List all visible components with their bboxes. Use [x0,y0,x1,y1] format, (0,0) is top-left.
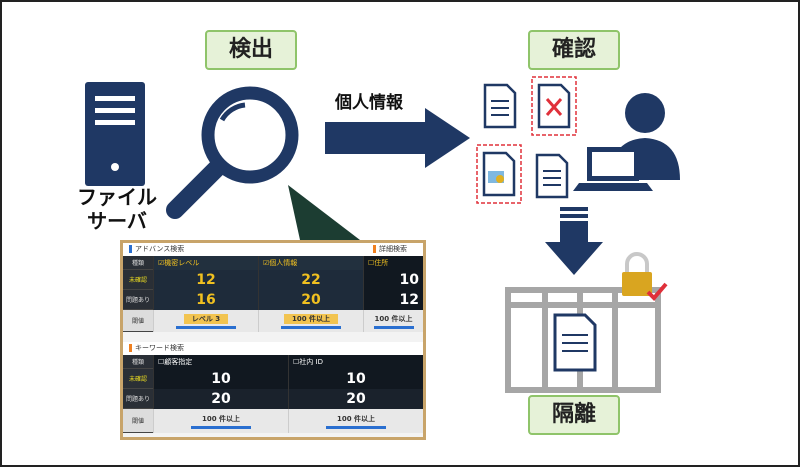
value-cell[interactable]: 12 [363,290,423,310]
document-icon [483,83,517,129]
row-label: 種類 [123,256,153,270]
row-label: 閾値 [123,409,153,433]
section-advanced: アドバンス検索 詳細検索 [123,243,423,256]
server-label-line2: サーバ [87,209,147,233]
console-screenshot: アドバンス検索 詳細検索 種類 ☑ 機密レベル ☑ 個人情報 ☐ 住所 未確認 … [120,240,426,440]
row-label: 問題あり [123,290,153,310]
lock-icon [622,252,652,296]
value-cell[interactable]: 10 [153,369,288,389]
row-label: 種類 [123,355,153,369]
documents-and-user [476,76,680,204]
threshold-cell[interactable]: 100 件以上 [363,310,423,332]
value-cell[interactable]: 16 [153,290,258,310]
col-header[interactable]: ☐ 住所 [363,256,423,270]
threshold-cell[interactable]: 100 件以上 [288,409,423,433]
col-name: 個人情報 [269,259,298,267]
value-cell[interactable]: 10 [363,270,423,290]
magnifier-icon [166,86,360,240]
arrow-down-icon [545,207,603,275]
arrow-label: 個人情報 [335,93,403,113]
threshold-cell[interactable]: 100 件以上 [258,310,363,332]
col-name: 住所 [374,259,389,267]
value-cell[interactable]: 10 [288,369,423,389]
col-header[interactable]: ☑ 機密レベル [153,256,258,270]
row-label: 未確認 [123,270,153,290]
value-cell[interactable]: 20 [153,389,288,409]
col-header[interactable]: ☐ 社内 ID [288,355,423,369]
threshold-value: 100 件以上 [374,314,413,323]
col-name: 社内 ID [299,358,323,366]
col-header[interactable]: ☐ 顧客指定 [153,355,288,369]
arrow-right-icon [325,108,470,168]
label-confirm: 確認 [528,30,620,70]
row-label: 閾値 [123,310,153,332]
threshold-value: レベル 3 [183,313,229,324]
col-header[interactable]: ☑ 個人情報 [258,256,363,270]
col-name: 顧客指定 [164,358,193,366]
quarantine-cage-icon [505,252,668,393]
threshold-value: 100 件以上 [283,313,339,324]
threshold-cell[interactable]: 100 件以上 [153,409,288,433]
server-label: ファイル サーバ [72,185,162,233]
label-detect: 検出 [205,30,297,70]
threshold-value: 100 件以上 [201,414,241,423]
label-isolate: 隔離 [528,395,620,435]
advanced-title: アドバンス検索 [135,245,185,253]
server-icon [85,82,145,186]
laptop-icon [573,147,653,191]
threshold-value: 100 件以上 [336,414,376,423]
value-cell[interactable]: 22 [258,270,363,290]
threshold-cell[interactable]: レベル 3 [153,310,258,332]
server-label-line1: ファイル [77,185,157,209]
value-cell[interactable]: 20 [258,290,363,310]
col-name: 機密レベル [164,259,200,267]
keyword-title: キーワード検索 [135,344,184,352]
row-label: 問題あり [123,389,153,409]
section-keyword: キーワード検索 [123,342,423,355]
row-label: 未確認 [123,369,153,389]
detail-title: 詳細検索 [379,245,407,253]
value-cell[interactable]: 12 [153,270,258,290]
value-cell[interactable]: 20 [288,389,423,409]
